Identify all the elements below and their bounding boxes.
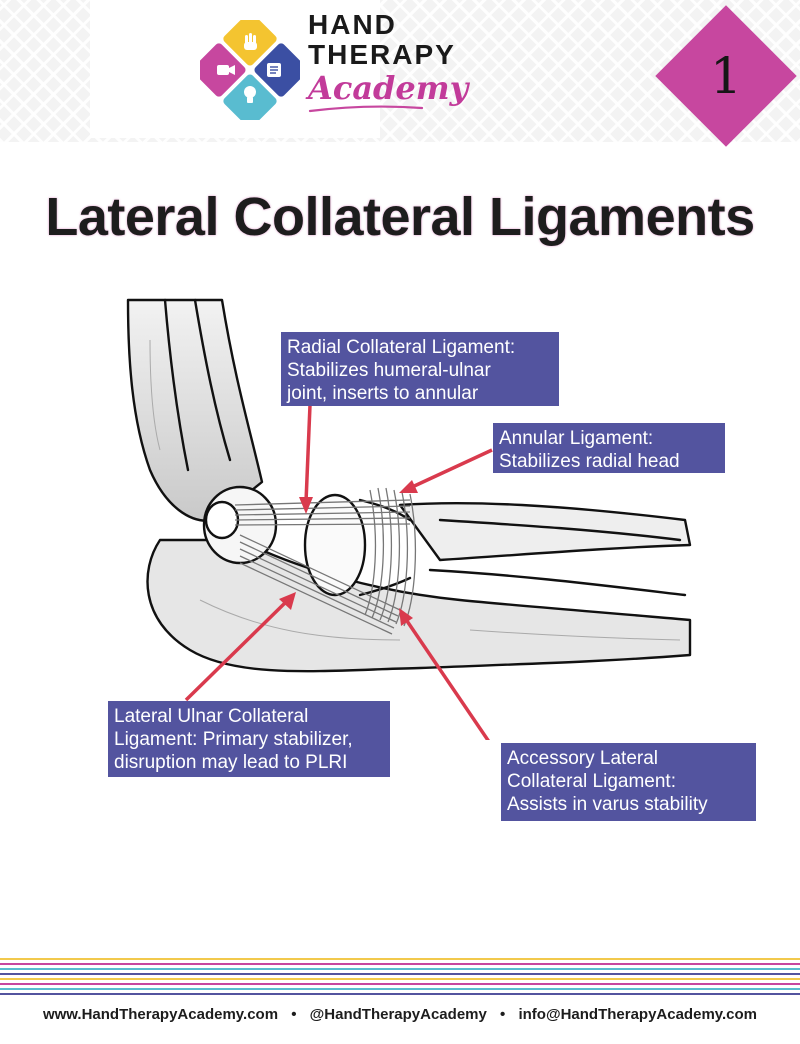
arrow-annular xyxy=(399,448,493,493)
forearm-upper-edge xyxy=(398,501,692,562)
lateral-ulnar-collateral-ligament-fibers xyxy=(239,534,401,635)
callout-radial-collateral-ligament: Radial Collateral Ligament: Stabilizes h… xyxy=(281,332,559,406)
footer-color-stripes xyxy=(0,958,800,998)
page-number: 1 xyxy=(710,47,742,105)
radial-head xyxy=(303,493,367,597)
brand-name-line-1: HAND xyxy=(308,9,397,40)
brand-name-line-2: THERAPY xyxy=(308,39,456,70)
radial-neck xyxy=(358,498,412,597)
page-title: Lateral Collateral Ligaments xyxy=(45,187,755,247)
humerus-shaft xyxy=(126,298,264,522)
footer-social-handle[interactable]: @HandTherapyAcademy xyxy=(309,1006,487,1023)
footer-separator: • xyxy=(500,1006,506,1023)
callout-arrows xyxy=(184,404,493,740)
arrow-lateral-ulnar xyxy=(184,592,296,702)
footer-separator: • xyxy=(291,1006,297,1023)
video-camera-icon xyxy=(217,65,235,75)
page-number-badge: 1 xyxy=(655,5,797,147)
brand-underline-swash xyxy=(308,105,424,113)
forearm-lower-crease xyxy=(428,568,687,597)
footer-email-link[interactable]: info@HandTherapyAcademy.com xyxy=(518,1006,758,1023)
footer-website-link[interactable]: www.HandTherapyAcademy.com xyxy=(42,1006,279,1023)
elbow-lateral-view-illustration xyxy=(126,298,692,740)
arrow-radial-collateral xyxy=(299,404,313,514)
brand-logo[interactable]: HAND THERAPY Academy xyxy=(90,0,468,138)
logo-mark xyxy=(200,20,300,120)
logo-tile-blue xyxy=(254,43,300,97)
callout-accessory-lateral-collateral-ligament: Accessory Lateral Collateral Ligament: A… xyxy=(501,743,756,821)
footer-contact: www.HandTherapyAcademy.com • @HandTherap… xyxy=(0,1006,800,1023)
brand-name-academy: Academy xyxy=(308,69,469,107)
skin-shading-strokes xyxy=(149,339,681,641)
arrow-accessory-lateral xyxy=(399,608,490,740)
lightbulb-icon xyxy=(244,86,256,103)
annular-ligament-fibers xyxy=(364,487,416,627)
capitellum xyxy=(204,500,240,540)
humerus-inner-line xyxy=(163,298,190,472)
humerus-fold-line xyxy=(193,298,232,462)
forearm-crease xyxy=(438,518,682,542)
callout-annular-ligament: Annular Ligament: Stabilizes radial head xyxy=(493,423,725,473)
hand-icon xyxy=(244,33,257,50)
book-icon xyxy=(267,63,281,77)
callout-lateral-ulnar-collateral-ligament: Lateral Ulnar Collateral Ligament: Prima… xyxy=(108,701,390,777)
ulna-olecranon xyxy=(146,538,692,673)
